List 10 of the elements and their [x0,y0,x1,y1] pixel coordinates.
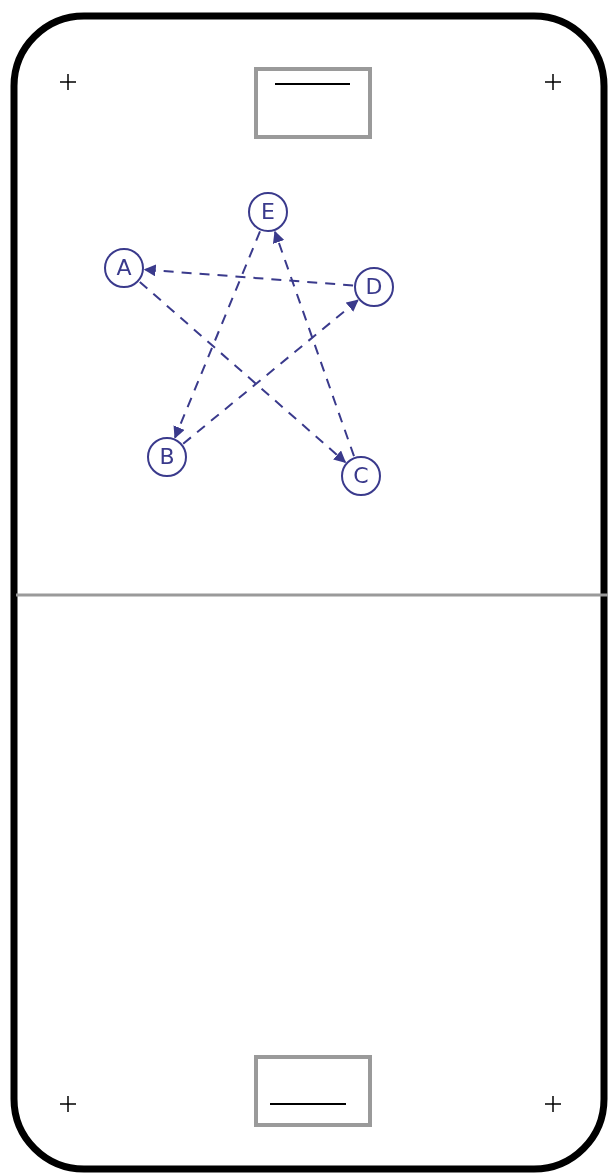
dashed-arrow [143,264,355,287]
dashed-arrow [138,280,347,464]
dashed-arrow [272,230,355,458]
dashed-arrow [173,230,261,439]
player-circle: E [248,192,288,232]
dashed-arrow [182,299,359,445]
player-circle: A [104,248,144,288]
player-circle: C [341,456,381,496]
player-circle: B [147,437,187,477]
player-circle: D [354,267,394,307]
